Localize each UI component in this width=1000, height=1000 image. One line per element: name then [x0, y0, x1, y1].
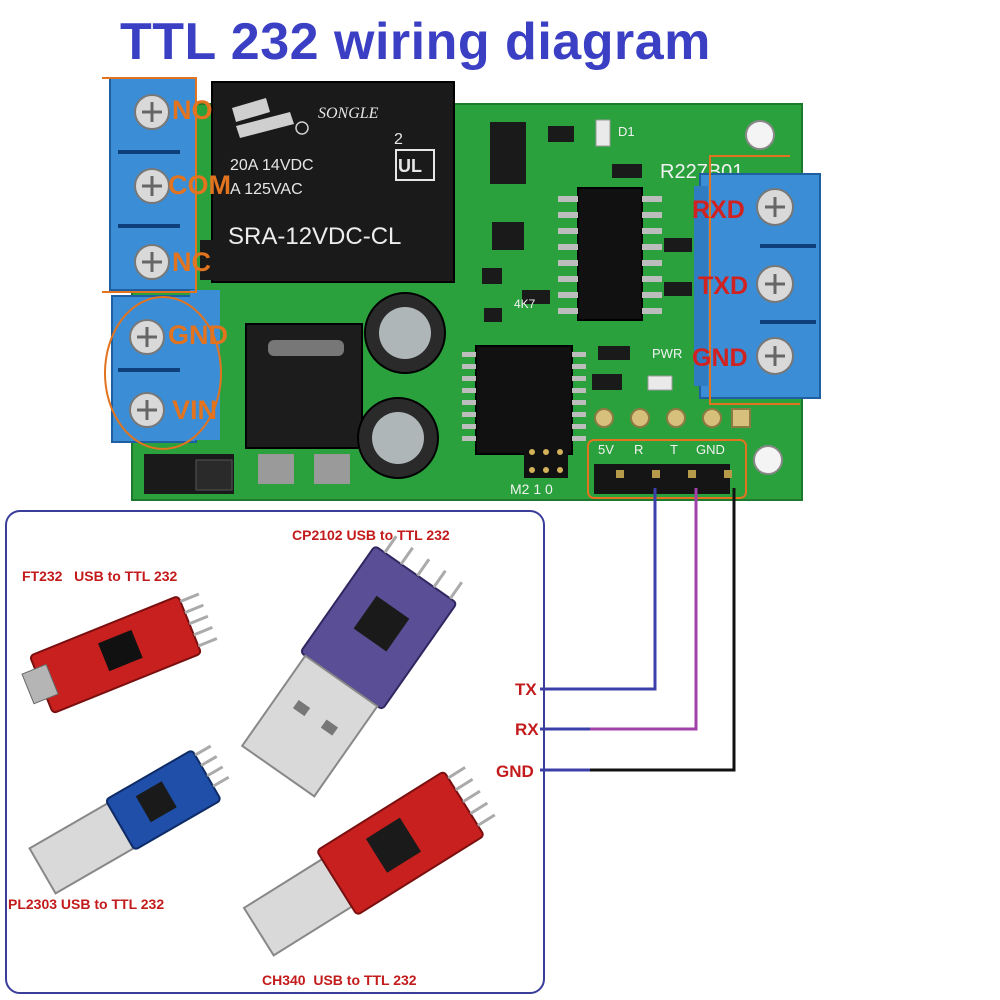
module-label-cp2102: CP2102 USB to TTL 232: [292, 527, 450, 543]
ic-chip: [475, 345, 573, 455]
terminal-label-txd: TXD: [698, 272, 748, 300]
svg-text:GND: GND: [696, 442, 725, 457]
terminal-label-gnd-right: GND: [692, 344, 748, 372]
svg-text:PWR: PWR: [652, 346, 682, 361]
terminal-label-nc: NC: [172, 247, 211, 277]
rx-wire-purple: [590, 488, 698, 731]
svg-text:UL: UL: [398, 156, 422, 176]
svg-text:5V: 5V: [598, 442, 614, 457]
gnd-wire: [590, 488, 736, 772]
wire-label-rx: RX: [515, 720, 539, 739]
wire-label-tx: TX: [515, 680, 537, 699]
terminal-label-vin: VIN: [172, 395, 218, 425]
ft232-module: [21, 592, 218, 714]
svg-text:SRA-12VDC-CL: SRA-12VDC-CL: [228, 223, 401, 250]
terminal-label-gnd: GND: [168, 320, 228, 350]
diagram-title: TTL 232 wiring diagram: [120, 13, 711, 71]
svg-text:SONGLE: SONGLE: [318, 105, 379, 122]
ttl-header-highlight: [587, 439, 747, 499]
ttl-header: [594, 464, 730, 494]
ic-chip: [577, 187, 643, 321]
svg-text:A 125VAC: A 125VAC: [230, 181, 303, 198]
svg-text:T: T: [670, 442, 678, 457]
svg-text:R: R: [634, 442, 643, 457]
tx-wire: [540, 488, 657, 691]
wire-label-gnd: GND: [496, 762, 534, 781]
mount-hole: [753, 445, 783, 475]
module-label-pl2303: PL2303 USB to TTL 232: [8, 896, 165, 912]
pl2303-module: [28, 744, 230, 895]
cp2102-module: [240, 535, 463, 798]
power-highlight-ellipse: [104, 296, 222, 450]
svg-text:D1: D1: [618, 124, 635, 139]
terminal-label-no: NO: [172, 95, 213, 125]
ch340-module: [242, 766, 496, 957]
mount-hole: [745, 120, 775, 150]
svg-text:20A 14VDC: 20A 14VDC: [230, 157, 314, 174]
svg-text:M2 1 0: M2 1 0: [510, 481, 553, 497]
module-label-ft232: FT232 USB to TTL 232: [22, 568, 178, 584]
module-label-ch340: CH340 USB to TTL 232: [262, 972, 417, 988]
svg-text:4K7: 4K7: [514, 297, 536, 311]
terminal-label-rxd: RXD: [692, 196, 745, 224]
usb-modules-frame: [5, 510, 545, 994]
svg-text:2: 2: [394, 131, 403, 148]
terminal-label-com: COM: [168, 170, 231, 200]
